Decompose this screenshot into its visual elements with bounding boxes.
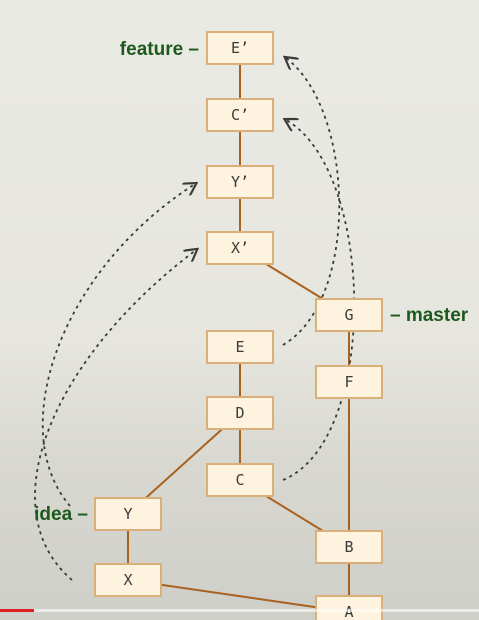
commit-label: G — [344, 306, 353, 324]
edge-X-A — [127, 579, 350, 613]
commit-box — [206, 463, 274, 497]
commit-box — [315, 365, 383, 399]
branch-label-E_prime: feature – — [120, 39, 199, 60]
commit-label: C’ — [231, 106, 249, 124]
branch-label-Y: idea – — [34, 504, 88, 525]
commit-node-Y_prime: Y’ — [206, 165, 274, 199]
commit-node-B: B — [315, 530, 383, 564]
commit-box — [206, 396, 274, 430]
commit-label: Y — [123, 505, 132, 523]
commit-node-F: F — [315, 365, 383, 399]
video-progress-fill — [0, 609, 34, 612]
commit-node-C_prime: C’ — [206, 98, 274, 132]
commit-node-X_prime: X’ — [206, 231, 274, 265]
video-progress-bar[interactable] — [0, 609, 479, 612]
rebase-arrows — [34, 58, 356, 581]
commit-box — [206, 330, 274, 364]
commit-node-A: A — [315, 595, 383, 620]
commit-box — [315, 595, 383, 620]
commit-node-E_prime: E’ — [206, 31, 274, 65]
commit-node-G: G — [315, 298, 383, 332]
commit-label: B — [344, 538, 353, 556]
commit-label: Y’ — [231, 173, 249, 191]
commit-box — [315, 298, 383, 332]
commit-label: E — [235, 338, 244, 356]
rebase-arrow-Y-to-Y_prime — [41, 184, 195, 507]
commit-box — [206, 98, 274, 132]
commit-label: D — [235, 404, 244, 422]
commit-node-X: X — [94, 563, 162, 597]
branch-labels: feature – – master idea – — [34, 39, 469, 525]
commit-node-Y: Y — [94, 497, 162, 531]
commit-label: C — [235, 471, 244, 489]
commit-label: E’ — [231, 39, 249, 57]
commit-box — [206, 31, 274, 65]
commit-box — [315, 530, 383, 564]
commit-label: F — [344, 373, 353, 391]
commit-label: X’ — [231, 239, 249, 257]
branch-label-G: – master — [390, 305, 469, 326]
commit-label: X — [123, 571, 132, 589]
commit-box — [206, 165, 274, 199]
rebase-arrow-C-to-C_prime — [283, 120, 356, 481]
commit-node-C: C — [206, 463, 274, 497]
rebase-arrow-E-to-E_prime — [282, 58, 341, 346]
commit-box — [94, 563, 162, 597]
commit-box — [206, 231, 274, 265]
commit-nodes: E’ C’ Y’ X’ G E F D C Y B X A — [94, 31, 383, 620]
commit-box — [94, 497, 162, 531]
commit-node-D: D — [206, 396, 274, 430]
commit-node-E: E — [206, 330, 274, 364]
rebase-arrow-X-to-X_prime — [34, 250, 196, 581]
